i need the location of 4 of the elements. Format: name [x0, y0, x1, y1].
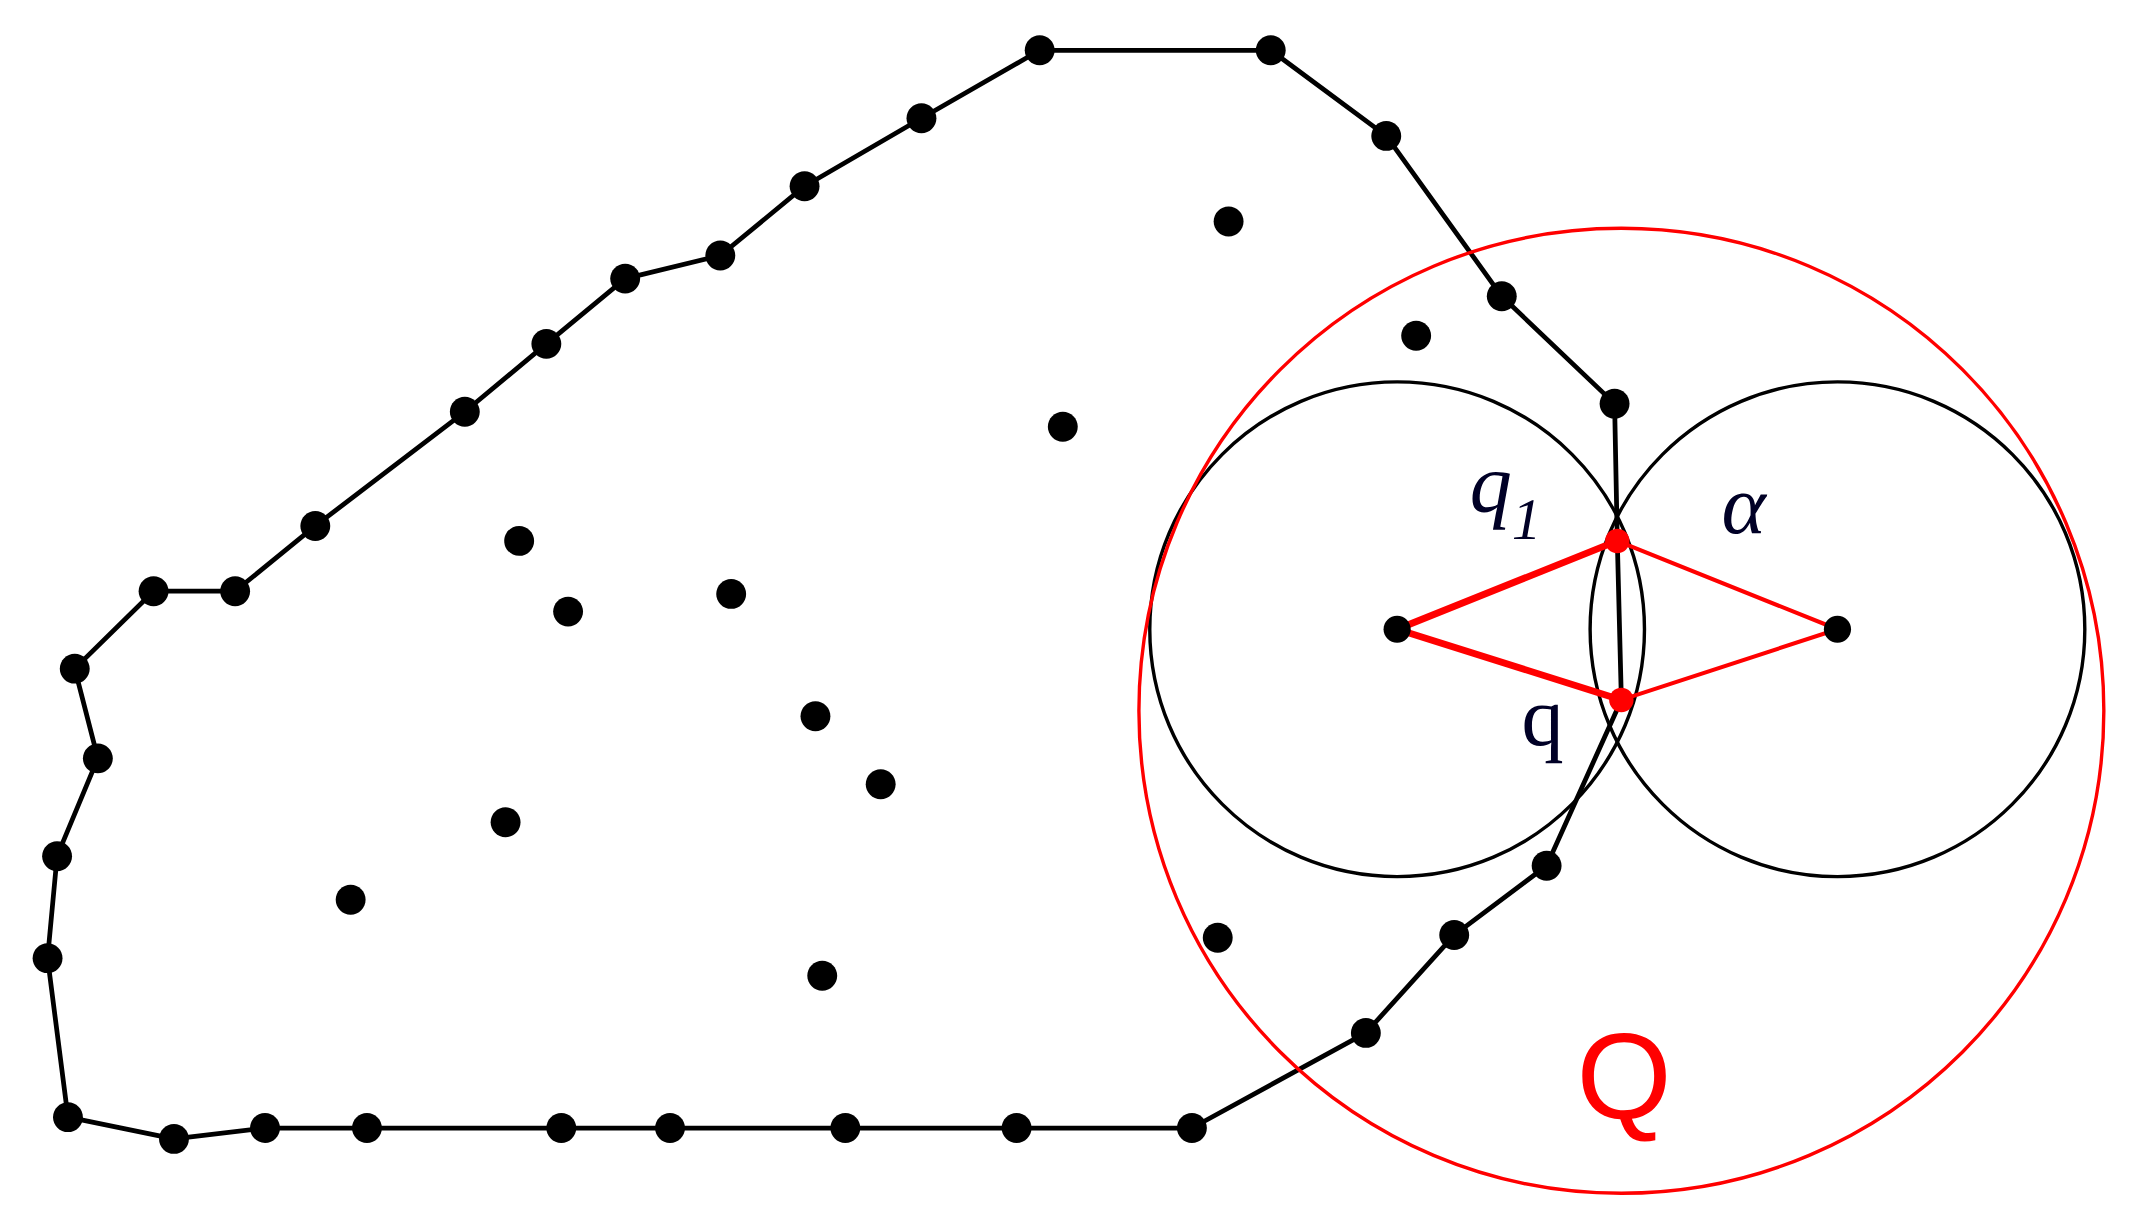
point-label: q: [1524, 704, 1563, 764]
point-label: α: [1724, 493, 1768, 535]
point-label: q$_{1}$: [1472, 472, 1535, 540]
point-label: Q: [1582, 1033, 1666, 1142]
